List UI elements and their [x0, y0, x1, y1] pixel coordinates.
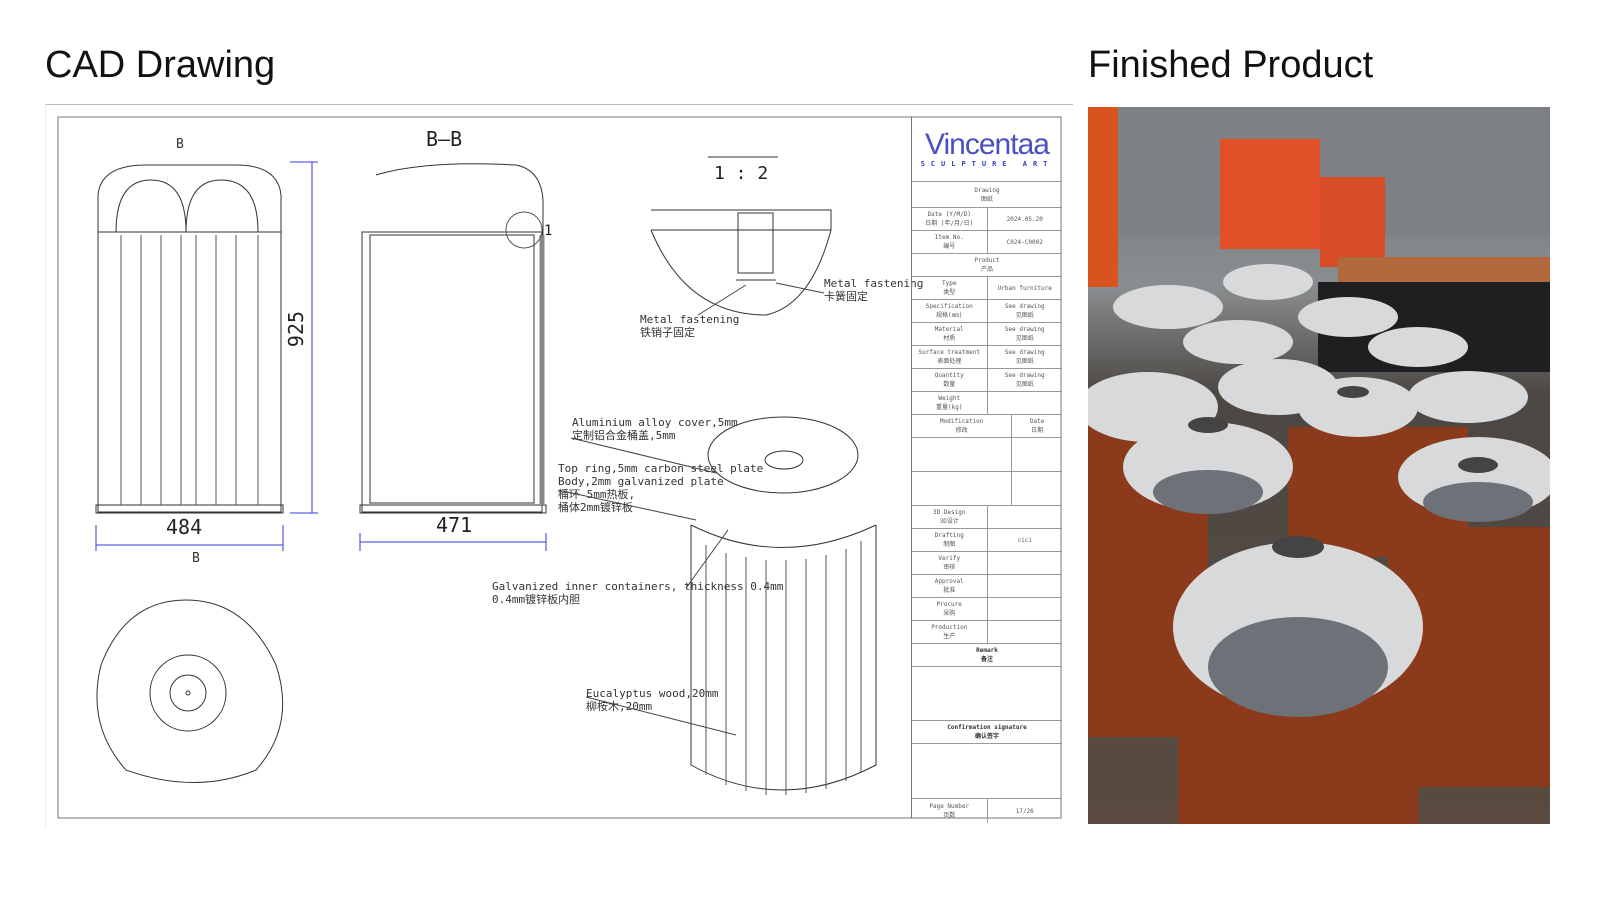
- section-view: [359, 163, 547, 551]
- bin-rows: [1088, 264, 1550, 824]
- section-mark-bottom: B: [192, 551, 200, 566]
- product-photo-illustration: [1088, 107, 1550, 824]
- front-view: [95, 161, 318, 551]
- finished-product-photo: [1088, 107, 1550, 824]
- plan-view: [96, 599, 284, 783]
- dim-width-section: 471: [436, 513, 473, 537]
- finished-product-heading: Finished Product: [1088, 44, 1374, 86]
- detail-scale: 1 : 2: [714, 163, 769, 184]
- detail-callout: 1: [544, 223, 553, 239]
- detail-view: [650, 156, 832, 316]
- dim-width-front: 484: [166, 515, 203, 539]
- dim-height: 925: [284, 310, 309, 348]
- section-mark-top: B: [176, 137, 184, 152]
- annotation: Galvanized inner containers, thickness 0…: [492, 580, 784, 606]
- section-title: B—B: [426, 127, 463, 151]
- cad-drawing: B B B—B 1 : 2 1 925 484 471 Metal fasten…: [45, 104, 1073, 829]
- cad-drawing-heading: CAD Drawing: [45, 44, 276, 86]
- cad-linework: [57, 116, 1062, 819]
- isometric-view: [557, 282, 877, 795]
